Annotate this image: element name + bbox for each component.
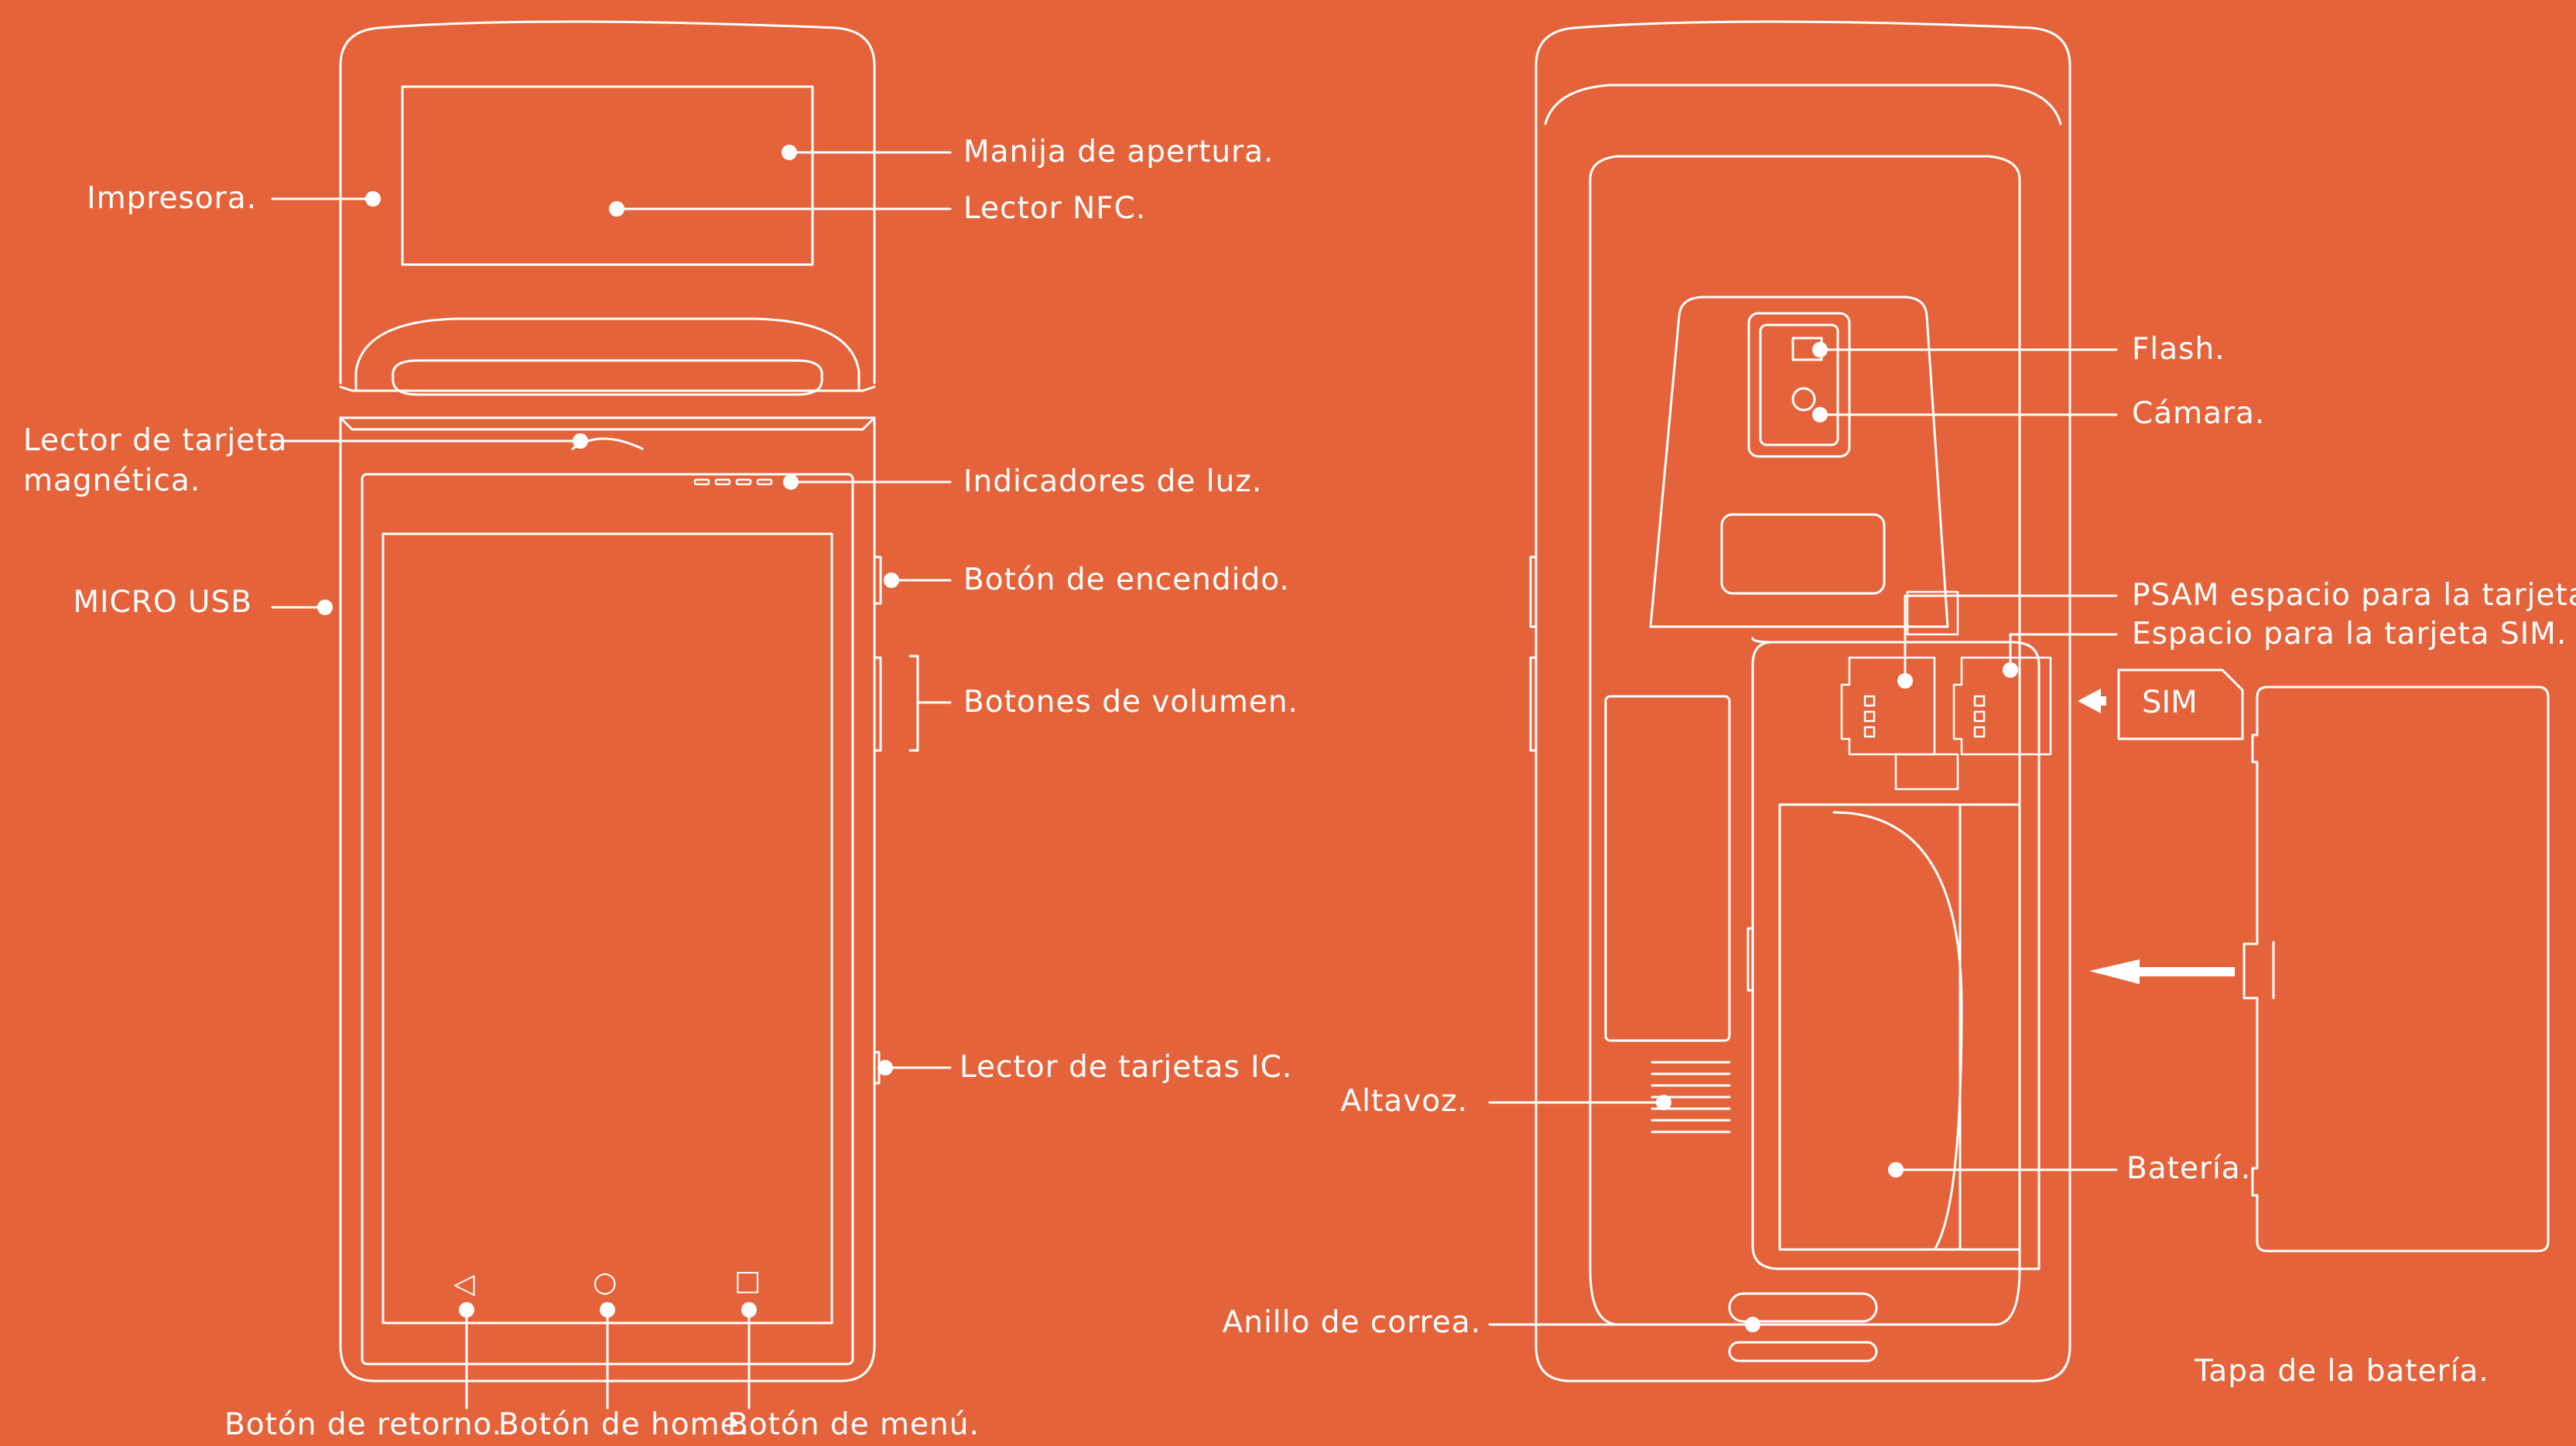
label-power-button: Botón de encendido. [963,562,1290,597]
label-flash: Flash. [2132,332,2225,367]
light-indicator-leds [693,478,773,486]
side-rail [1529,555,1538,752]
front-screen [381,532,833,1325]
cover-slide-arrow-icon [2089,959,2235,984]
camera-housing [1649,296,1949,628]
printer-cover [354,317,860,396]
label-magnetic-reader-line2: magnética. [23,463,201,498]
battery-compartment [1746,637,2041,1270]
strap-ring [1728,1292,1878,1362]
label-battery-cover: Tapa de la batería. [2195,1354,2489,1389]
sim-card-label: SIM [2142,685,2198,720]
nfc-reader-panel [401,85,814,266]
sim-insert-arrow-icon [2078,689,2106,713]
label-magnetic-reader-line1: Lector de tarjeta [23,423,288,458]
label-ic-card-reader: Lector de tarjetas IC. [960,1050,1293,1085]
label-nfc-reader: Lector NFC. [963,191,1147,226]
label-home-button: Botón de home. [498,1407,750,1442]
label-strap-ring: Anillo de correa. [1222,1305,1481,1340]
label-camera: Cámara. [2132,396,2266,431]
camera-lens-icon [1791,387,1816,412]
back-panel [1589,155,2021,1326]
label-sim-slot: Espacio para la tarjeta SIM. [2132,617,2567,651]
front-leaders [269,151,952,1410]
back-label-window [1720,513,1886,595]
side-label-panel [1604,695,1731,1042]
front-screen-bezel [361,473,854,1366]
back-device-body [1534,20,2071,1383]
label-volume-buttons: Botones de volumen. [963,685,1298,720]
label-opening-handle: Manija de apertura. [963,135,1274,169]
label-printer: Impresora. [87,181,257,216]
sim-card-icon [2117,668,2244,740]
label-micro-usb: MICRO USB [73,585,252,620]
label-menu-button: Botón de menú. [727,1407,980,1442]
speaker-grille [1651,1061,1731,1133]
camera-module [1747,312,1851,458]
label-back-button: Botón de retorno. [224,1407,502,1442]
home-circle-icon[interactable]: ○ [593,1267,617,1298]
label-psam-slot: PSAM espacio para la tarjeta. [2132,578,2576,613]
label-speaker: Altavoz. [1340,1084,1468,1119]
callout-dots [317,145,2018,1332]
menu-square-icon[interactable]: □ [734,1265,761,1297]
label-battery: Batería. [2126,1151,2252,1186]
back-leaders [1488,348,2118,1326]
battery-cover-panel [2242,685,2550,1253]
front-device-body [339,20,876,1383]
card-slots [1840,590,2052,791]
label-light-indicators: Indicadores de luz. [963,464,1263,499]
back-triangle-icon[interactable]: ◁ [453,1268,475,1300]
